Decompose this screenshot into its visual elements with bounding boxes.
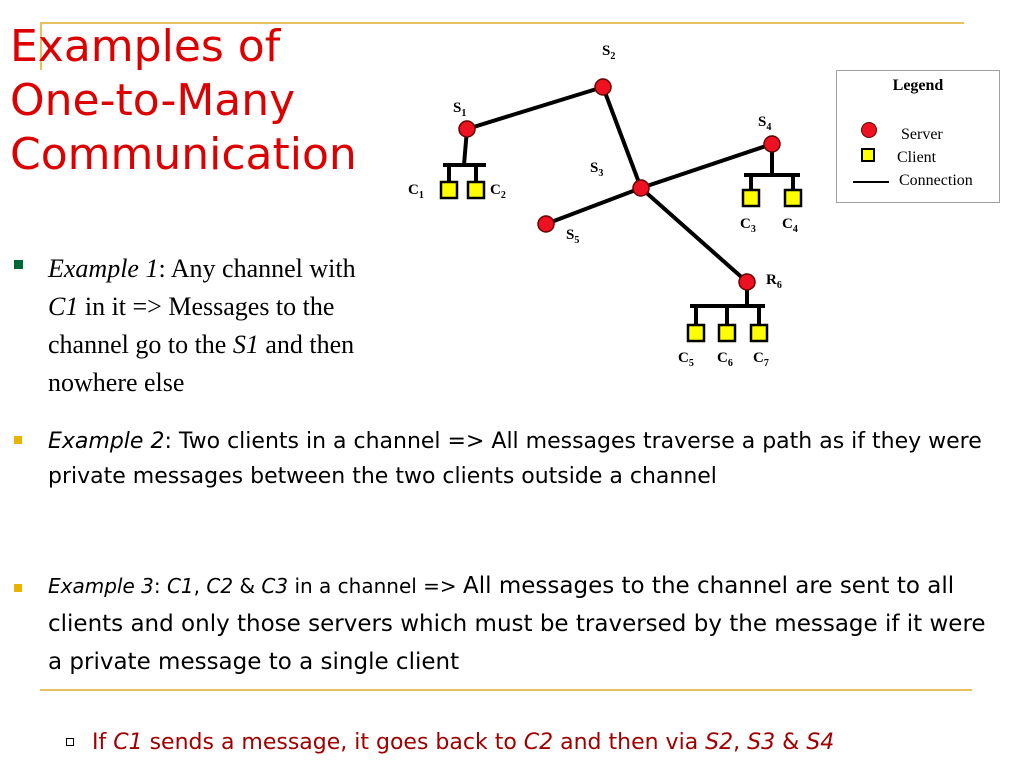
- server-s2: [594, 78, 612, 96]
- example-3-label: Example 3: [48, 574, 154, 598]
- sub-bullet-marker: [66, 738, 74, 746]
- legend-connection-label: Connection: [899, 172, 973, 189]
- label-s3: S3: [590, 160, 603, 179]
- top-rule: [40, 22, 964, 24]
- servers: [458, 78, 781, 291]
- client-c4: [783, 188, 803, 208]
- legend-server-label: Server: [901, 126, 943, 143]
- bottom-rule: [40, 689, 972, 691]
- legend-connection-icon: [853, 181, 889, 183]
- example-3-text: Example 3: C1, C2 & C3 in a channel => A…: [48, 573, 986, 675]
- example-2-label: Example 2: [48, 429, 165, 454]
- label-r6: R6: [766, 272, 782, 291]
- bullet-marker-3: [14, 584, 22, 592]
- example-1-label: Example 1: [48, 254, 159, 283]
- label-s5: S5: [566, 227, 579, 246]
- clients: [439, 180, 803, 343]
- client-c2: [466, 180, 486, 200]
- network-diagram: S2 S1 S3 S4 S5 R6 C1 C2 C3 C4 C5 C6 C7: [408, 43, 803, 369]
- server-s5: [537, 215, 555, 233]
- example-1-text: Example 1: Any channel with C1 in it => …: [48, 254, 356, 397]
- server-s3: [632, 179, 650, 197]
- connection-s1-s2: [466, 85, 604, 131]
- title-line-2: One-to-Many: [10, 75, 296, 126]
- sub-bullet-text: If C1 sends a message, it goes back to C…: [92, 730, 835, 755]
- legend-client-label: Client: [897, 149, 937, 166]
- slide-title: Examples of One-to-Many Communication: [10, 20, 357, 182]
- bullet-marker-2: [14, 436, 22, 444]
- client-c7: [749, 323, 769, 343]
- left-rule: [40, 22, 42, 70]
- title-line-1: Examples of: [10, 21, 281, 72]
- label-s1: S1: [453, 100, 466, 119]
- client-c1: [439, 180, 459, 200]
- label-c7: C7: [753, 350, 769, 369]
- client-c5: [686, 323, 706, 343]
- connection-s3-r6: [639, 186, 749, 284]
- legend-client-icon: [861, 148, 875, 162]
- label-c1: C1: [408, 182, 424, 201]
- label-c2: C2: [490, 182, 506, 201]
- title-line-3: Communication: [10, 129, 357, 180]
- connection-s2-s3: [601, 86, 643, 189]
- node-labels: S2 S1 S3 S4 S5 R6 C1 C2 C3 C4 C5 C6 C7: [408, 43, 798, 369]
- connection-s3-s5: [545, 186, 642, 226]
- label-c3: C3: [740, 216, 756, 235]
- label-s4: S4: [758, 114, 771, 133]
- legend-server-icon: [861, 122, 877, 138]
- label-c6: C6: [717, 350, 733, 369]
- label-c5: C5: [678, 350, 694, 369]
- legend: Legend Server Client Connection: [836, 70, 1000, 203]
- label-c4: C4: [782, 216, 798, 235]
- server-r6: [738, 273, 756, 291]
- client-c6: [717, 323, 737, 343]
- example-2-text: Example 2: Two clients in a channel => A…: [48, 429, 982, 489]
- legend-title: Legend: [892, 77, 944, 94]
- server-s1: [458, 120, 476, 138]
- client-c3: [741, 188, 761, 208]
- server-s4: [763, 135, 781, 153]
- label-s2: S2: [602, 43, 615, 62]
- bullet-marker-1: [14, 260, 23, 269]
- connection-s3-s4: [640, 142, 773, 190]
